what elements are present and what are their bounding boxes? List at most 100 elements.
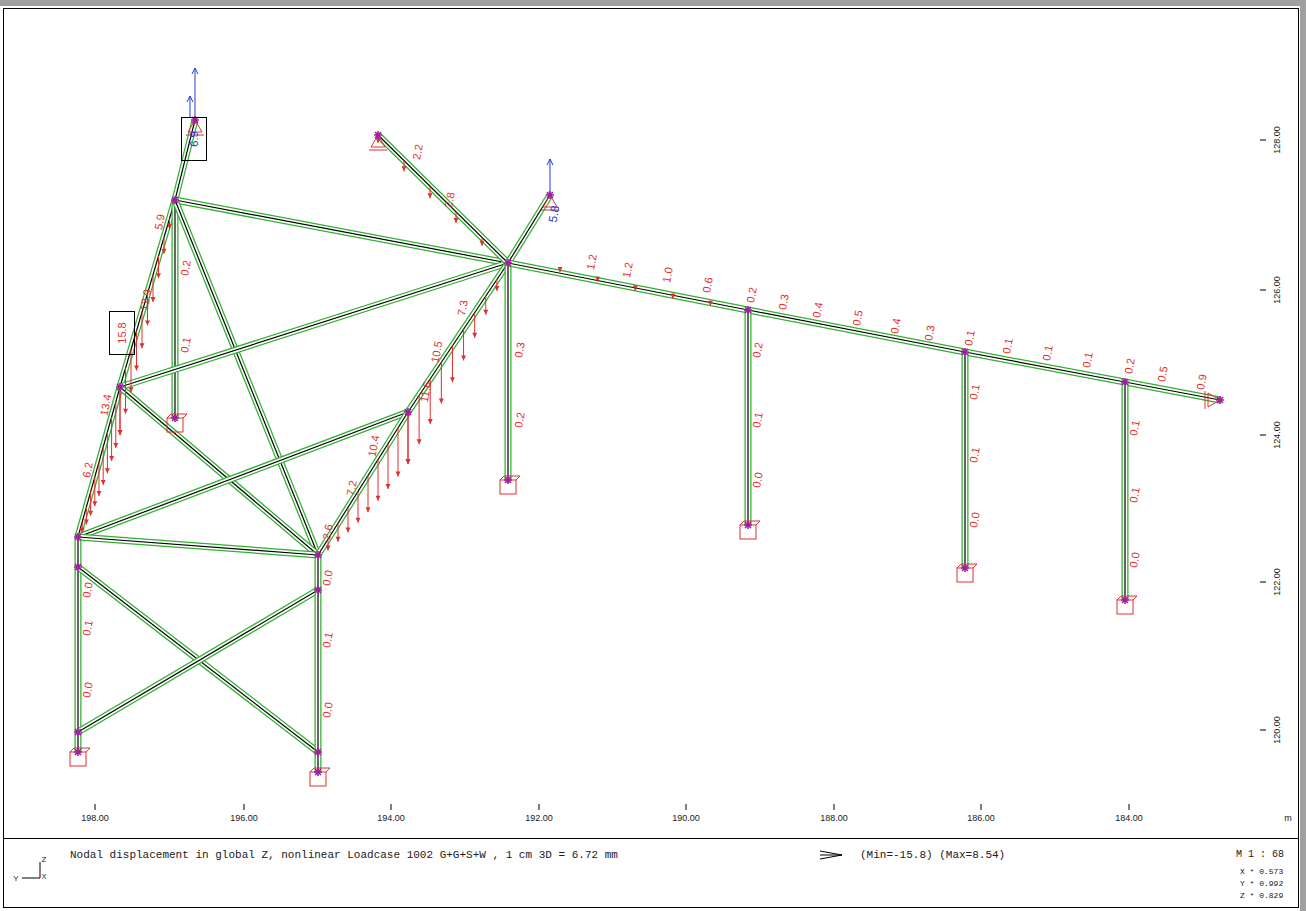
member-body	[120, 263, 508, 387]
axis-label: 120.00	[1273, 716, 1282, 744]
member-axis	[408, 263, 508, 412]
node-marker	[314, 748, 322, 756]
displacement-value: 0.0	[968, 512, 981, 529]
arrow-head	[156, 273, 161, 278]
displacement-value: 12.9	[139, 288, 154, 311]
window-bar	[1300, 0, 1306, 911]
displacement-arrow	[368, 476, 369, 513]
reaction-arrow	[195, 68, 196, 120]
displacement-arrow	[120, 387, 121, 435]
displacement-value: 0.1	[1041, 345, 1054, 362]
displacement-arrow	[378, 460, 379, 501]
displacement-value: 0.1	[1128, 420, 1141, 437]
arrow-head	[123, 409, 128, 414]
member-axis	[78, 412, 408, 537]
arrow-head	[472, 333, 477, 338]
displacement-value: 0.1	[179, 337, 192, 354]
member-body	[408, 263, 508, 412]
member-body	[506, 263, 511, 480]
displacement-arrow	[107, 432, 108, 473]
reaction-arrow	[190, 96, 191, 118]
arrow-head	[118, 430, 123, 435]
footer-text: Z	[42, 856, 47, 864]
member-axis	[120, 387, 318, 555]
member-outline	[78, 537, 318, 555]
axis-label: 128.00	[1273, 126, 1282, 154]
node-marker	[171, 196, 179, 204]
arrow-head	[428, 193, 433, 198]
displacement-value: 0.0	[321, 702, 334, 719]
displacement-arrow	[419, 395, 420, 444]
displacement-value: 0.0	[751, 472, 764, 489]
footer-text: Nodal displacement in global Z, nonlinea…	[70, 850, 618, 861]
displacement-value: 0.0	[81, 582, 94, 599]
reaction-arrow	[550, 159, 551, 195]
axis-label: 124.00	[1273, 421, 1282, 449]
displacement-arrow	[99, 462, 100, 496]
footer-text: M 1 : 68	[1236, 850, 1284, 860]
arrow-head	[129, 387, 134, 392]
axis-tick	[834, 804, 835, 810]
window-bar	[0, 0, 1306, 6]
member-axis	[78, 387, 120, 537]
node-marker	[314, 768, 322, 776]
arrow-head	[396, 472, 401, 477]
axis-tick	[244, 804, 245, 810]
displacement-value: 0.1	[1081, 352, 1094, 369]
member-outline	[120, 263, 508, 387]
supports	[70, 116, 1224, 786]
arrow-head	[97, 491, 102, 496]
member-outline	[745, 310, 752, 525]
node-marker	[961, 348, 969, 356]
arrow-head	[356, 518, 361, 523]
displacement-value: 0.3	[513, 342, 526, 359]
member-axis	[748, 310, 965, 352]
member-body	[1123, 382, 1128, 600]
arrow-head	[113, 443, 118, 448]
arrow-head	[109, 456, 114, 461]
displacement-value: 7.3	[456, 300, 469, 317]
axis-triad	[22, 862, 40, 878]
footer-text: Z * 0.829	[1240, 892, 1283, 900]
axis-tick	[686, 804, 687, 810]
member-body	[78, 387, 120, 537]
axis-label: 122.00	[1273, 568, 1282, 596]
member-body	[76, 537, 81, 567]
displacement-value: 0.3	[777, 294, 790, 311]
member-axis	[120, 263, 508, 387]
displacement-arrow	[441, 362, 442, 403]
footer-text: Y * 0.992	[1240, 880, 1283, 888]
arrow-head	[105, 468, 110, 473]
arrow-head	[134, 366, 139, 371]
arrow-head	[80, 528, 85, 533]
arrow-head	[547, 159, 553, 165]
displacement-value: 0.1	[1001, 338, 1014, 355]
axis-label: 188.00	[820, 814, 848, 823]
axis-tick	[1260, 730, 1266, 731]
axis-label: 196.00	[230, 814, 258, 823]
member-outline	[172, 200, 179, 418]
node-marker	[171, 414, 179, 422]
arrow-head	[439, 399, 444, 404]
arrow-head	[84, 520, 89, 525]
node-marker	[961, 564, 969, 572]
arrow-head	[326, 545, 331, 550]
member-outline	[175, 200, 318, 555]
member-axis	[78, 590, 318, 732]
member-outline	[318, 412, 408, 555]
members	[78, 120, 1220, 772]
displacement-value: 1.2	[621, 262, 634, 279]
arrow-head	[366, 507, 371, 512]
member-axis	[747, 310, 748, 525]
axis-label: 184.00	[1115, 814, 1143, 823]
axis-tick	[1260, 435, 1266, 436]
arrow-head	[376, 496, 381, 501]
displacement-value: 5.8	[547, 205, 562, 224]
member-axis	[120, 200, 175, 387]
arrow-head	[406, 459, 411, 464]
displacement-value: 15.8	[117, 322, 128, 343]
member-axis	[78, 537, 318, 555]
member-axis	[1124, 382, 1125, 600]
axis-tick	[391, 804, 392, 810]
